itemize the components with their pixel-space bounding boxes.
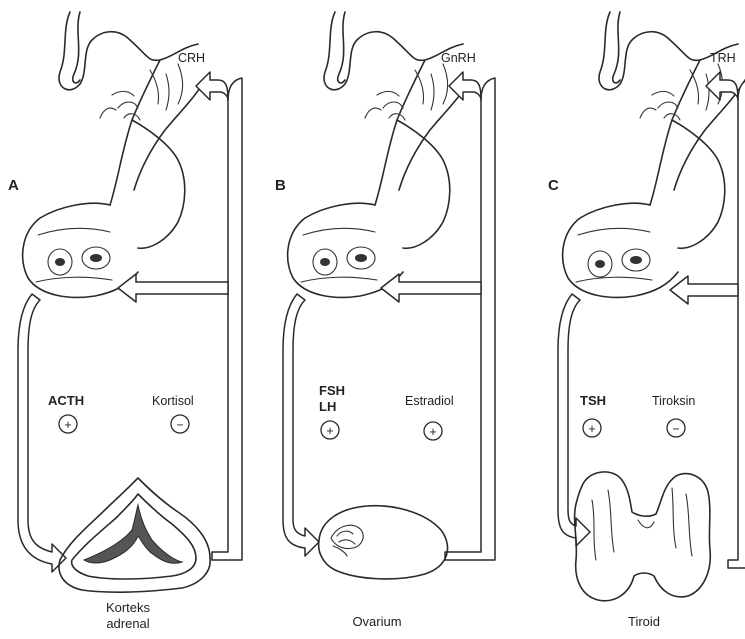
feedback-hormone-label: Tiroksin (652, 394, 695, 408)
pituitary-sign: + (588, 422, 595, 436)
feedback-arrow (445, 78, 495, 560)
feedback-sign: − (672, 422, 679, 436)
stimulation-arrow (283, 294, 319, 556)
feedback-hormone-label: Kortisol (152, 394, 194, 408)
feedback-hormone-label: Estradiol (405, 394, 454, 408)
target-gland-label: Korteks (106, 600, 151, 615)
pituitary-sign: + (326, 424, 333, 438)
panel-c: C TRH TSH + Tiroksin − (548, 12, 745, 629)
feedback-arrow-mid (118, 274, 228, 302)
panel-letter: B (275, 177, 286, 194)
feedback-arrow-top (196, 72, 228, 100)
feedback-arrow-mid (670, 276, 738, 304)
pituitary-hormone-label: TSH (580, 393, 606, 408)
target-gland-label: Tiroid (628, 614, 660, 629)
ovary-gland (319, 506, 448, 579)
feedback-arrow (212, 78, 242, 560)
panel-a: A CRH ACTH + Kortisol (8, 12, 242, 631)
panel-letter: A (8, 177, 19, 194)
releasing-hormone-label: GnRH (441, 51, 476, 65)
stimulation-arrow (18, 294, 66, 572)
thyroid-gland (575, 472, 711, 601)
feedback-sign: − (176, 418, 183, 432)
stimulation-arrow (558, 294, 590, 546)
target-gland-label: Ovarium (352, 614, 401, 629)
adrenal-cortex-gland (59, 478, 210, 592)
pituitary-hormone-label-2: LH (319, 399, 336, 414)
feedback-arrow (728, 78, 745, 568)
releasing-hormone-label: TRH (710, 51, 736, 65)
pituitary-sign: + (64, 418, 71, 432)
feedback-arrow-top (449, 72, 481, 100)
feedback-sign: + (429, 425, 436, 439)
releasing-hormone-label: CRH (178, 51, 205, 65)
pituitary-hormone-label: FSH (319, 383, 345, 398)
target-gland-label-2: adrenal (106, 616, 149, 631)
pituitary-hormone-label: ACTH (48, 393, 84, 408)
panel-letter: C (548, 177, 559, 194)
feedback-arrow-mid (381, 274, 481, 302)
panel-b: B GnRH FSH LH + Estradiol + (275, 12, 495, 629)
